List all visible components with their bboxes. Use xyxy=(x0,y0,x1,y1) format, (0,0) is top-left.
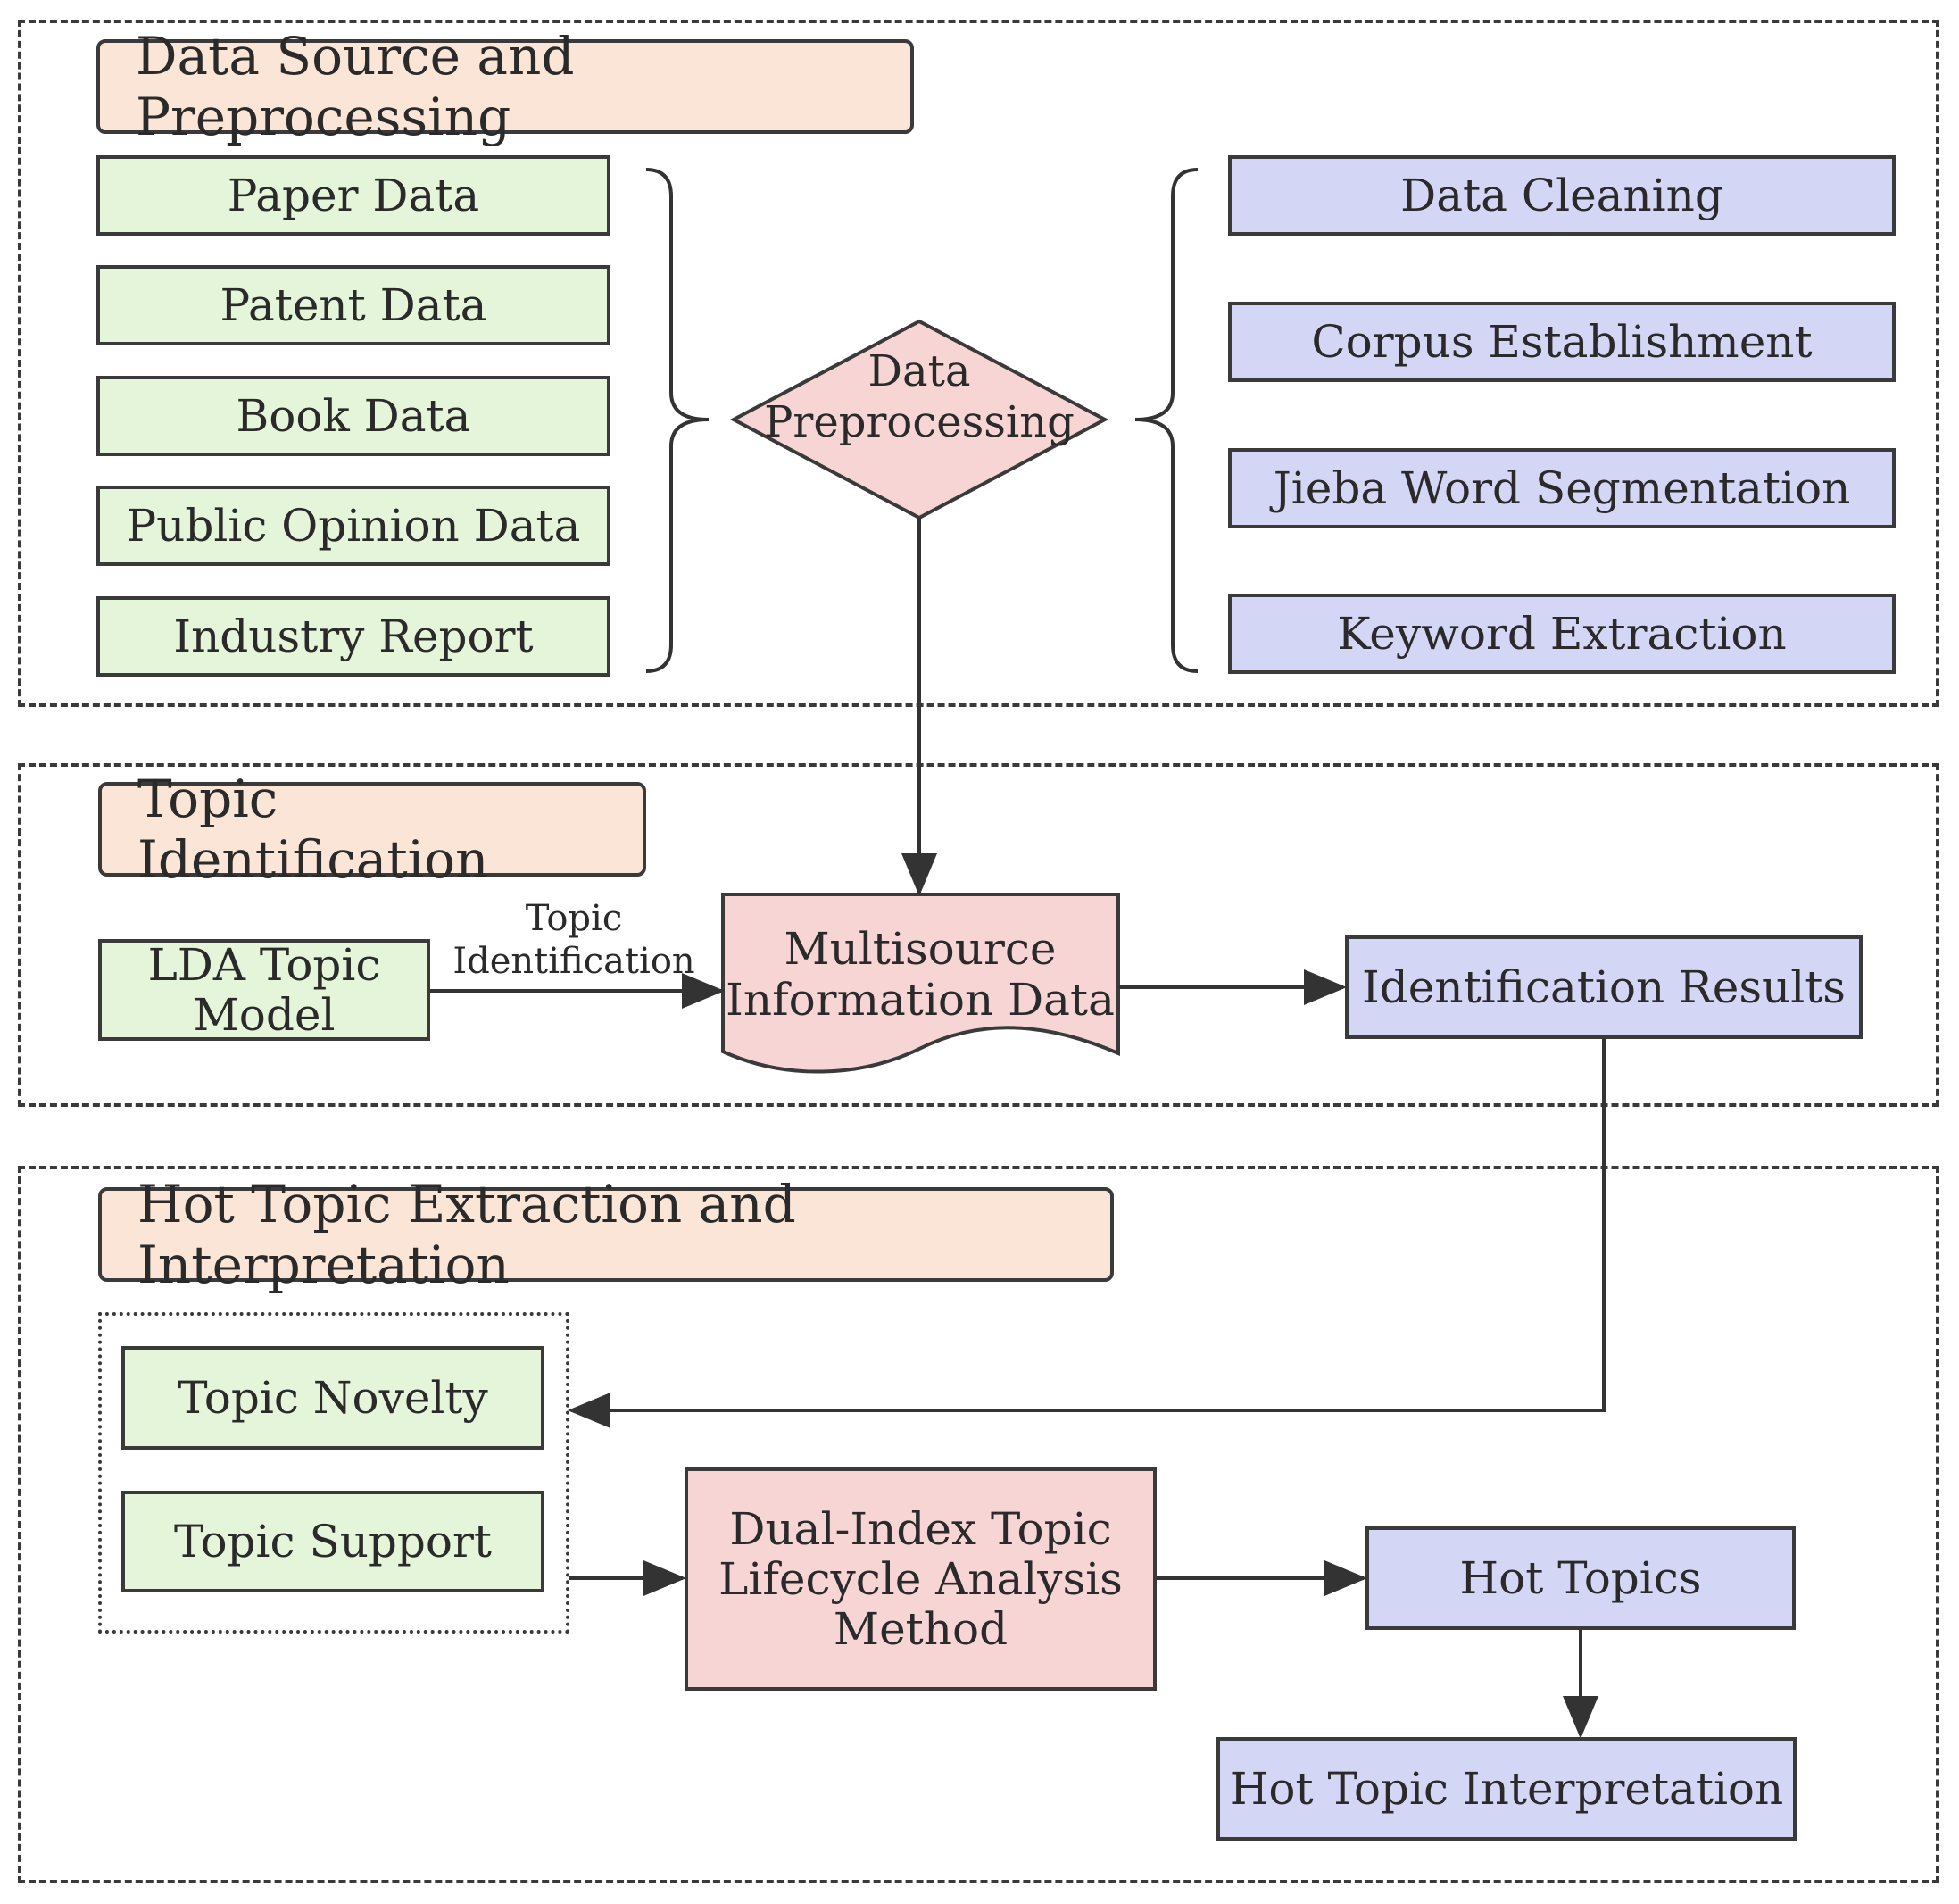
source-public-opinion-data: Public Opinion Data xyxy=(96,486,610,566)
arrow-results-to-indices xyxy=(568,1039,1606,1428)
lda-topic-model-line2: Model xyxy=(193,989,336,1041)
method-line1: Dual-Index Topic xyxy=(729,1503,1112,1555)
method-line2: Lifecycle Analysis xyxy=(718,1553,1123,1605)
method-line3: Method xyxy=(833,1603,1009,1655)
right-brace xyxy=(1134,168,1199,673)
topic-support: Topic Support xyxy=(121,1491,544,1592)
source-paper-data: Paper Data xyxy=(96,155,610,236)
section-hot-topics xyxy=(18,1166,1939,1883)
lda-topic-model-line1: LDA Topic xyxy=(147,939,381,991)
left-brace xyxy=(645,168,710,673)
lifecycle-analysis-method: Dual-Index Topic Lifecycle Analysis Meth… xyxy=(685,1467,1157,1691)
decision-label: Data Preprocessing xyxy=(751,344,1087,451)
topic-novelty: Topic Novelty xyxy=(121,1346,544,1450)
step-data-cleaning: Data Cleaning xyxy=(1228,155,1896,236)
edge-label-line1: Topic xyxy=(525,898,623,939)
step-jieba-word-segmentation: Jieba Word Segmentation xyxy=(1228,448,1896,528)
edge-label-topic-identification: Topic Identification xyxy=(444,895,703,985)
multisource-label-line1: Multisource xyxy=(784,922,1057,975)
multisource-label-line2: Information Data xyxy=(726,974,1115,1026)
section-title-preprocessing: Data Source and Preprocessing xyxy=(96,26,914,147)
decision-label-line2: Preprocessing xyxy=(764,397,1075,447)
index-group xyxy=(98,1312,569,1634)
multisource-label: Multisource Information Data xyxy=(725,919,1116,1030)
source-patent-data: Patent Data xyxy=(96,265,610,345)
identification-results: Identification Results xyxy=(1345,935,1863,1039)
source-book-data: Book Data xyxy=(96,376,610,456)
edge-label-line2: Identification xyxy=(452,941,695,982)
hot-topics: Hot Topics xyxy=(1365,1526,1796,1630)
multisource-document-shape xyxy=(721,893,1120,1074)
step-corpus-establishment: Corpus Establishment xyxy=(1228,302,1896,382)
source-industry-report: Industry Report xyxy=(96,596,610,677)
section-identification xyxy=(18,763,1939,1107)
section-preprocessing xyxy=(18,20,1939,707)
lda-topic-model: LDA Topic Model xyxy=(98,939,430,1041)
decision-label-line1: Data xyxy=(867,346,971,397)
step-keyword-extraction: Keyword Extraction xyxy=(1228,594,1896,674)
hot-topic-interpretation: Hot Topic Interpretation xyxy=(1216,1737,1797,1841)
